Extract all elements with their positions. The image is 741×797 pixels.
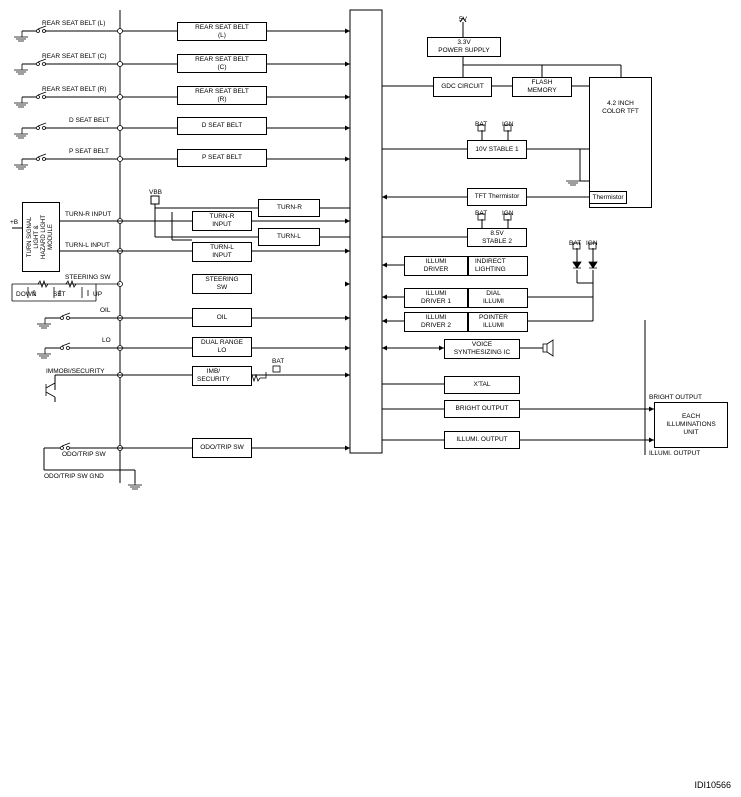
label-odo-trip-sw-gnd: ODO/TRIP SW GND xyxy=(44,473,104,480)
label-p-seat-belt: P SEAT BELT xyxy=(69,148,109,155)
label-down: DOWN xyxy=(16,291,37,298)
block-8-5v-stable-2: 8.5V STABLE 2 xyxy=(467,228,527,247)
block-thermistor: Thermistor xyxy=(589,191,627,204)
block-illumi-driver: ILLUMI DRIVER xyxy=(404,256,468,276)
label-rear-seat-belt-c: REAR SEAT BELT (C) xyxy=(42,53,107,60)
block-turn-l-input: TURN-L INPUT xyxy=(192,242,252,262)
block-xtal: X'TAL xyxy=(444,376,520,394)
block-turn-l: TURN-L xyxy=(258,228,320,246)
block-bright-output: BRIGHT OUTPUT xyxy=(444,400,520,418)
turn-signal-hazard-module: TURN SIGNAL LIGHT & HAZARD LIGHT MODULE xyxy=(22,202,60,272)
block-steering-sw: STEERING SW xyxy=(192,274,252,294)
main-cpu-block xyxy=(349,9,383,454)
label-illumi-output: ILLUMI. OUTPUT xyxy=(649,450,701,457)
block-rear-seat-belt-l: REAR SEAT BELT (L) xyxy=(177,22,267,41)
switch-contacts xyxy=(36,25,71,450)
module-label: TURN SIGNAL LIGHT & HAZARD LIGHT MODULE xyxy=(27,215,54,260)
block-oil: OIL xyxy=(192,308,252,327)
label-vbb: VBB xyxy=(149,189,163,196)
label-bright-output: BRIGHT OUTPUT xyxy=(649,394,702,401)
label-bat-imb: BAT xyxy=(272,358,285,365)
block-turn-r: TURN-R xyxy=(258,199,320,217)
label-ign-1: IGN xyxy=(502,121,514,128)
block-illumi-driver-2: ILLUMI DRIVER 2 xyxy=(404,312,468,332)
label-rear-seat-belt-l: REAR SEAT BELT (L) xyxy=(42,20,106,27)
speaker-icon xyxy=(542,339,554,357)
block-10v-stable-1: 10V STABLE 1 xyxy=(467,140,527,159)
block-rear-seat-belt-r: REAR SEAT BELT (R) xyxy=(177,86,267,105)
block-turn-r-input: TURN-R INPUT xyxy=(192,211,252,231)
block-illumi-driver-1: ILLUMI DRIVER 1 xyxy=(404,288,468,308)
block-d-seat-belt: D SEAT BELT xyxy=(177,117,267,135)
block-pointer-illumi: POINTER ILLUMI xyxy=(468,312,528,332)
block-odo-trip-sw: ODO/TRIP SW xyxy=(192,438,252,458)
label-d-seat-belt: D SEAT BELT xyxy=(69,117,110,124)
block-p-seat-belt: P SEAT BELT xyxy=(177,149,267,167)
block-gdc-circuit: GDC CIRCUIT xyxy=(433,77,492,97)
label-rear-seat-belt-r: REAR SEAT BELT (R) xyxy=(42,86,107,93)
label-ign-2: IGN xyxy=(502,210,514,217)
right-side-wiring xyxy=(382,17,654,455)
label-steering-sw: STEERING SW xyxy=(65,274,111,281)
label-ign-3: IGN xyxy=(586,240,598,247)
label-turn-l-input: TURN-L INPUT xyxy=(65,242,110,249)
block-imb-security: IMB/ SECURITY xyxy=(192,366,252,386)
label-immobi-security: IMMOBI/SECURITY xyxy=(46,368,105,375)
label-lo: LO xyxy=(102,337,111,344)
block-indirect-lighting: INDIRECT LIGHTING xyxy=(468,256,528,276)
label-bat-2: BAT xyxy=(475,210,488,217)
label-bat-1: BAT xyxy=(475,121,488,128)
block-dial-illumi: DIAL ILLUMI xyxy=(468,288,528,308)
arrowheads xyxy=(345,28,654,451)
block-voice-synthesizing-ic: VOICE SYNTHESIZING IC xyxy=(444,339,520,359)
block-each-illuminations-unit: EACH ILLUMINATIONS UNIT xyxy=(654,402,728,448)
figure-id: IDI10566 xyxy=(694,780,731,790)
label-plus-b: +B xyxy=(10,219,19,226)
ground-symbols xyxy=(14,31,580,490)
block-rear-seat-belt-c: REAR SEAT BELT (C) xyxy=(177,54,267,73)
label-set: SET xyxy=(53,291,66,298)
label-oil: OIL xyxy=(100,307,111,314)
block-illumi-output: ILLUMI. OUTPUT xyxy=(444,431,520,449)
label-odo-trip-sw: ODO/TRIP SW xyxy=(62,451,106,458)
block-tft-thermistor: TFT Thermistor xyxy=(467,188,527,206)
block-3-3v-power-supply: 3.3V POWER SUPPLY xyxy=(427,37,501,57)
label-bat-3: BAT xyxy=(569,240,582,247)
label-up: UP xyxy=(93,291,103,298)
label-5v: 5V xyxy=(459,16,467,23)
block-flash-memory: FLASH MEMORY xyxy=(512,77,572,97)
block-color-tft: 4.2 INCH COLOR TFT xyxy=(589,77,652,208)
label-turn-r-input: TURN-R INPUT xyxy=(65,211,112,218)
block-dual-range-lo: DUAL RANGE LO xyxy=(192,337,252,357)
steering-switch-network xyxy=(11,279,120,302)
